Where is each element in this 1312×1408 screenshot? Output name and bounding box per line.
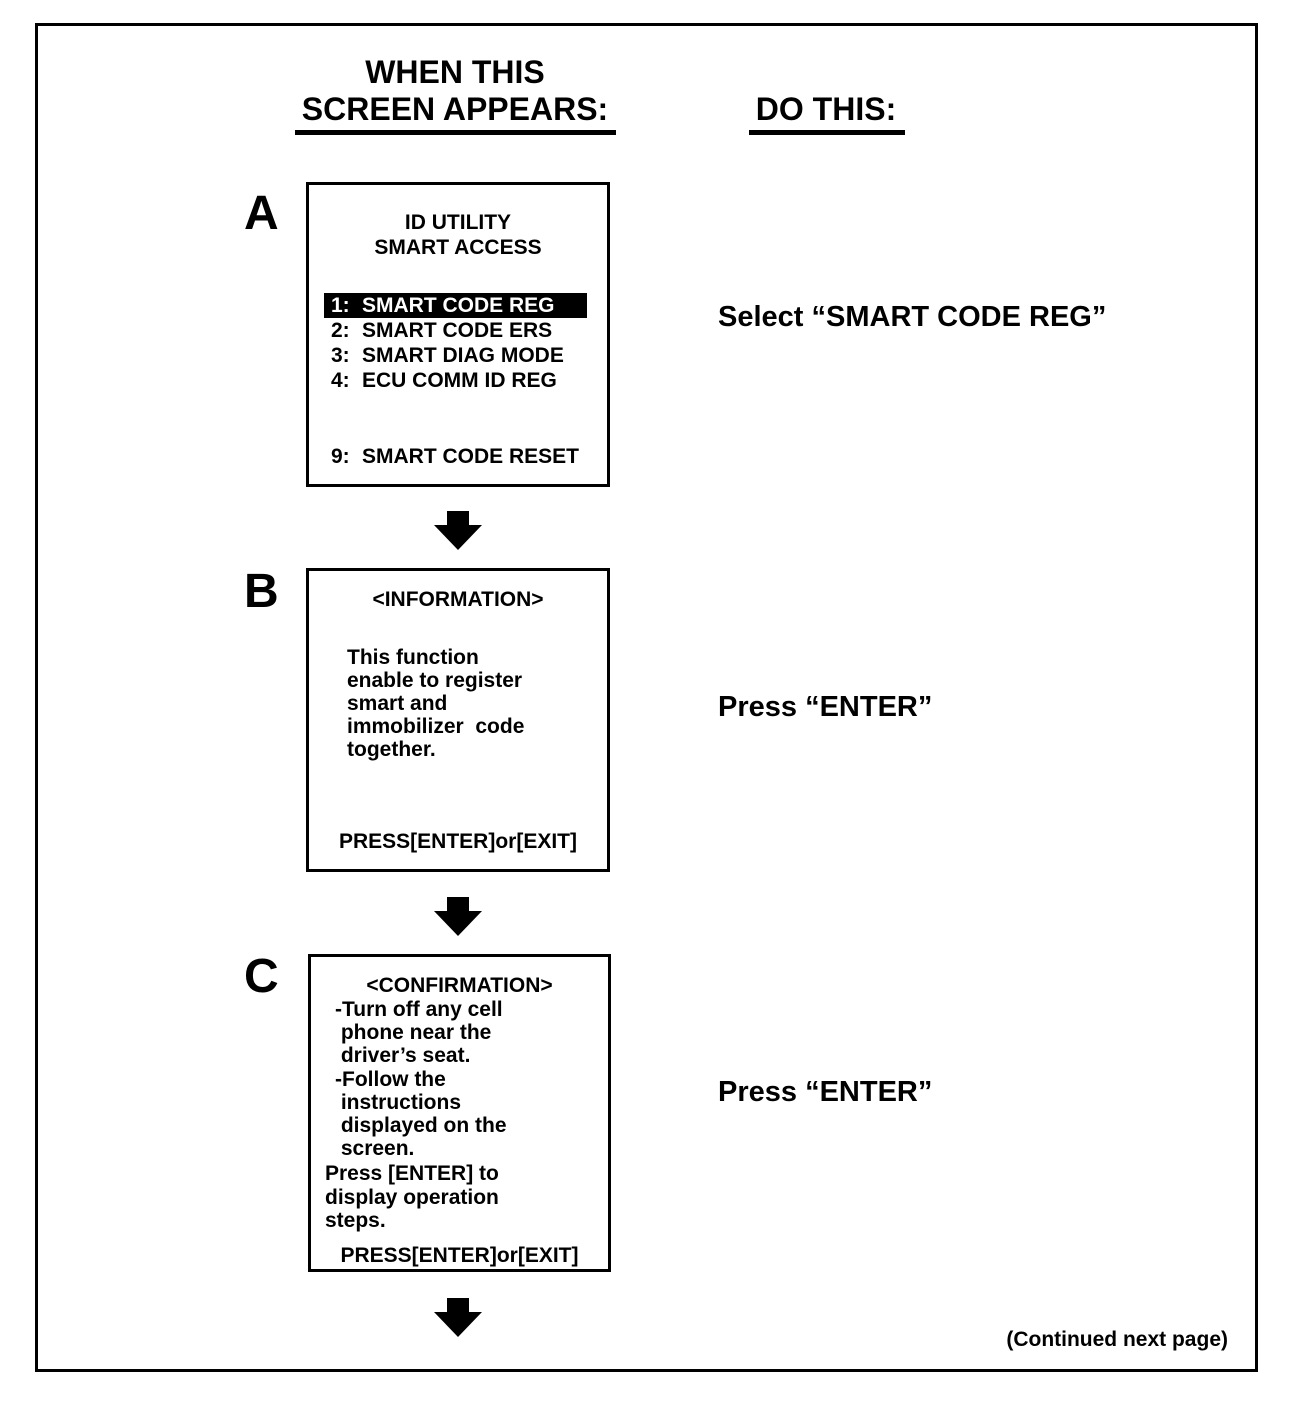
menu-item-4-num: 4: xyxy=(331,369,350,392)
screen-c-title: <CONFIRMATION> xyxy=(366,974,553,997)
screen-c-footer: PRESS[ENTER]or[EXIT] xyxy=(340,1244,579,1267)
screen-a-title-line1: ID UTILITY xyxy=(404,211,512,234)
down-arrow-icon xyxy=(434,897,482,936)
menu-item-1-label: SMART CODE REG xyxy=(362,294,555,317)
instruction-b: Press “ENTER” xyxy=(718,691,933,723)
screen-c: <CONFIRMATION> -Turn off any cell phone … xyxy=(308,954,611,1272)
menu-item-2-label: SMART CODE ERS xyxy=(362,319,553,342)
menu-item-3-label: SMART DIAG MODE xyxy=(362,344,564,367)
step-letter-b: B xyxy=(244,565,279,618)
selected-menu-highlight xyxy=(324,293,587,318)
screen-b: <INFORMATION> This function enable to re… xyxy=(306,568,610,872)
header-left-line1: WHEN THIS xyxy=(365,54,545,90)
screen-c-body-line2: phone near the xyxy=(335,1021,492,1044)
continued-note: (Continued next page) xyxy=(1006,1328,1228,1351)
screen-b-body-line2: enable to register xyxy=(347,669,523,692)
menu-item-1-num: 1: xyxy=(331,294,350,317)
instruction-c: Press “ENTER” xyxy=(718,1076,933,1108)
instruction-a: Select “SMART CODE REG” xyxy=(718,301,1107,333)
header-right-underline xyxy=(749,130,905,135)
header-left-underline xyxy=(295,130,616,135)
header-left-line2: SCREEN APPEARS: xyxy=(301,91,609,127)
screen-b-body-line5: together. xyxy=(347,738,436,761)
menu-item-9-num: 9: xyxy=(331,445,350,468)
down-arrow-icon xyxy=(434,1298,482,1337)
screen-b-body-line3: smart and xyxy=(347,692,448,715)
step-letter-c: C xyxy=(244,950,279,1003)
menu-item-3-num: 3: xyxy=(331,344,350,367)
down-arrow-icon xyxy=(434,511,482,550)
screen-a: ID UTILITY SMART ACCESS 1: SMART CODE RE… xyxy=(306,182,610,487)
screen-c-body-line1: -Turn off any cell xyxy=(335,998,503,1021)
screen-c-body-line4: -Follow the xyxy=(335,1068,446,1091)
screen-c-body-line7: screen. xyxy=(335,1137,415,1160)
header-when-screen-appears: WHEN THIS SCREEN APPEARS: xyxy=(292,54,618,128)
screen-b-title: <INFORMATION> xyxy=(372,588,544,611)
screen-b-footer: PRESS[ENTER]or[EXIT] xyxy=(338,830,577,853)
screen-c-body-line6: displayed on the xyxy=(335,1114,507,1137)
screen-b-body-line4: immobilizer code xyxy=(347,715,525,738)
step-letter-a: A xyxy=(244,187,279,240)
screen-c-body-line5: instructions xyxy=(335,1091,462,1114)
screen-a-title-line2: SMART ACCESS xyxy=(374,236,542,259)
screen-c-press-line3: steps. xyxy=(325,1209,386,1232)
header-do-this: DO THIS: xyxy=(755,91,897,127)
screen-b-body-line1: This function xyxy=(347,646,479,669)
screen-c-press-line1: Press [ENTER] to xyxy=(325,1162,499,1185)
menu-item-2-num: 2: xyxy=(331,319,350,342)
screen-c-press-line2: display operation xyxy=(325,1186,499,1209)
menu-item-4-label: ECU COMM ID REG xyxy=(362,369,557,392)
screen-c-body-line3: driver’s seat. xyxy=(335,1044,471,1067)
menu-item-9-label: SMART CODE RESET xyxy=(362,445,580,468)
outer-frame xyxy=(35,23,1258,1372)
